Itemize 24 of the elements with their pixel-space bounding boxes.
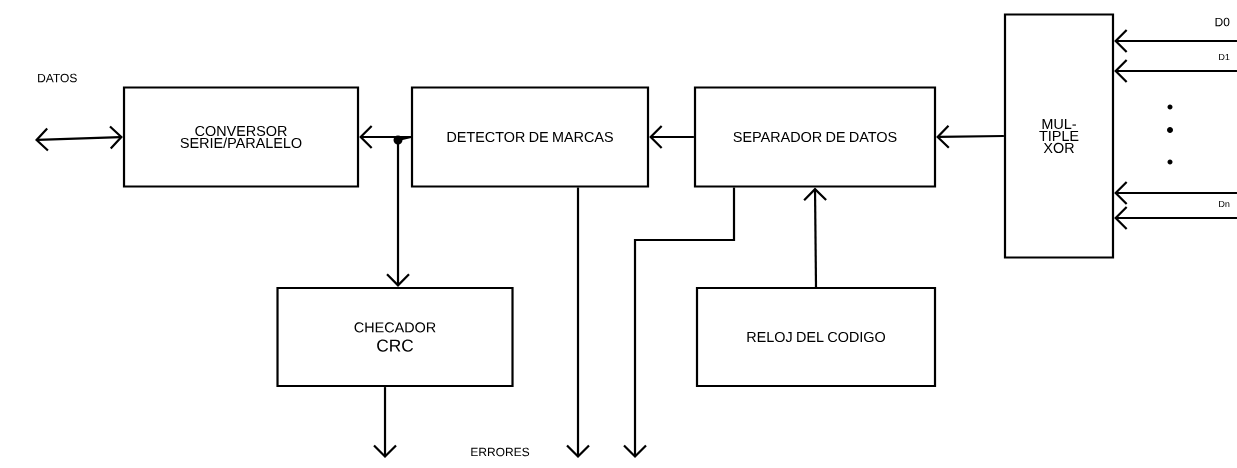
arrow <box>623 187 736 458</box>
arrow <box>1114 181 1237 205</box>
signal-label: Dn <box>1219 200 1230 208</box>
process-box: DETECTOR DE MARCAS <box>410 86 650 188</box>
arrow <box>649 125 694 149</box>
signal-label: DATOS <box>38 73 77 83</box>
process-box: MUL- TIPLE XOR <box>1003 13 1115 259</box>
arrow <box>1114 206 1237 230</box>
arrow <box>359 125 411 149</box>
arrow <box>936 125 1004 149</box>
arrow <box>1114 29 1237 53</box>
arrow <box>373 387 397 458</box>
process-box: RELOJ DEL CODIGO <box>695 286 937 388</box>
signal-label: D1 <box>1219 53 1230 61</box>
arrow <box>386 135 412 287</box>
process-box: CHECADOR CRC <box>276 286 514 388</box>
signal-label: ERRORES <box>471 447 530 457</box>
signal-label: D0 <box>1215 17 1230 27</box>
arrow <box>1114 59 1237 83</box>
arrow <box>566 187 590 458</box>
arrow <box>35 125 123 152</box>
process-box: SEPARADOR DE DATOS <box>693 86 937 188</box>
process-box: CONVERSOR SERIE/PARALELO <box>122 86 360 188</box>
arrow <box>803 187 827 287</box>
